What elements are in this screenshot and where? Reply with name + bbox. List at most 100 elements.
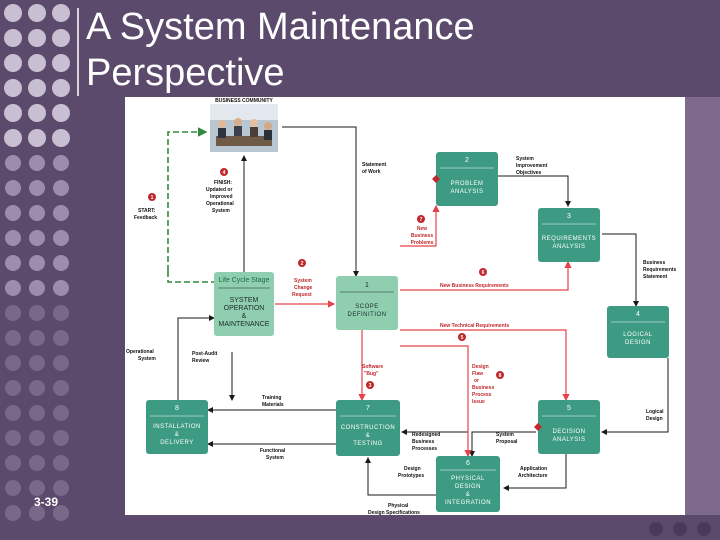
decorative-dot bbox=[53, 230, 69, 246]
decorative-dot bbox=[53, 505, 69, 521]
box-6-number: 6 bbox=[466, 460, 470, 467]
specifications-arrow bbox=[365, 457, 436, 496]
decorative-dot bbox=[28, 104, 46, 122]
decorative-dot bbox=[29, 405, 45, 421]
decorative-dot bbox=[5, 180, 21, 196]
feedback-dashed-line bbox=[167, 271, 214, 283]
decorative-dot bbox=[5, 305, 21, 321]
box-7-label-2: & bbox=[366, 433, 371, 439]
box-7-number: 7 bbox=[366, 405, 370, 412]
slide-title-line-2: Perspective bbox=[86, 52, 285, 94]
decorative-dot bbox=[5, 455, 21, 471]
lifecycle-line-4: MAINTENANCE bbox=[219, 321, 270, 328]
decorative-dot bbox=[29, 455, 45, 471]
box-1-number: 1 bbox=[365, 282, 369, 289]
box-8-label-2: & bbox=[175, 432, 180, 438]
decorative-dot bbox=[5, 280, 21, 296]
step-marker-8: 8 bbox=[496, 371, 504, 379]
decorative-dot bbox=[52, 129, 70, 147]
new-technical-req-arrow bbox=[400, 329, 570, 402]
decorative-dot bbox=[29, 305, 45, 321]
business-community-photo bbox=[210, 104, 278, 152]
box-8-number: 8 bbox=[175, 405, 179, 412]
box-4-label-2: DESIGN bbox=[625, 340, 651, 346]
box-6: 6 PHYSICAL DESIGN & INTEGRATION bbox=[436, 456, 500, 512]
operational-arrow bbox=[177, 315, 215, 400]
decorative-dot bbox=[53, 305, 69, 321]
box-3: 3 REQUIREMENTS ANALYSIS bbox=[538, 208, 600, 262]
new-problems-arrow bbox=[400, 204, 440, 247]
lifecycle-line-3: & bbox=[242, 313, 247, 320]
box-5-label-2: ANALYSIS bbox=[553, 437, 586, 443]
decorative-dots-bottom bbox=[649, 522, 711, 536]
decorative-dot bbox=[53, 355, 69, 371]
decorative-dot bbox=[4, 79, 22, 97]
step-marker-2: 2 bbox=[298, 259, 306, 267]
step-marker-4: 4 bbox=[220, 168, 228, 176]
box-6-label-4: INTEGRATION bbox=[445, 500, 491, 506]
decorative-dot bbox=[5, 505, 21, 521]
decorative-dot bbox=[52, 4, 70, 22]
decorative-dot bbox=[53, 430, 69, 446]
box-2-label-2: ANALYSIS bbox=[451, 189, 484, 195]
decorative-dot bbox=[52, 29, 70, 47]
diamond-marker-2 bbox=[432, 175, 440, 183]
box-2-label-1: PROBLEM bbox=[451, 181, 484, 187]
lifecycle-line-2: OPERATION bbox=[224, 305, 265, 312]
decorative-dot bbox=[5, 155, 21, 171]
proposal-arrow bbox=[469, 431, 536, 457]
step-marker-6: 6 bbox=[479, 268, 487, 276]
decorative-dot bbox=[28, 29, 46, 47]
decorative-dot bbox=[29, 355, 45, 371]
box-8-label-3: DELIVERY bbox=[160, 440, 194, 446]
slide-title-line-1: A System Maintenance bbox=[86, 6, 475, 48]
software-bug-label: Software"Bug" bbox=[362, 364, 383, 377]
new-business-requirements-label: New Business Requirements bbox=[440, 283, 509, 289]
statement-arrow bbox=[282, 126, 359, 277]
box-4-number: 4 bbox=[636, 311, 640, 318]
title-divider bbox=[77, 8, 79, 96]
step-marker-3: 3 bbox=[366, 381, 374, 389]
box-5: 5 DECISION ANALYSIS bbox=[538, 400, 600, 454]
decorative-dot bbox=[29, 480, 45, 496]
decorative-dot bbox=[5, 480, 21, 496]
decorative-dot bbox=[5, 255, 21, 271]
box-4-label-1: LOGICAL bbox=[623, 332, 653, 338]
objectives-arrow bbox=[498, 175, 571, 207]
new-technical-requirements-label: New Technical Requirements bbox=[440, 323, 509, 329]
decorative-dot bbox=[29, 430, 45, 446]
decorative-dot bbox=[5, 355, 21, 371]
decorative-dot bbox=[53, 205, 69, 221]
decorative-dot bbox=[28, 129, 46, 147]
decorative-dot bbox=[29, 505, 45, 521]
decorative-dot bbox=[28, 54, 46, 72]
box-6-label-3: & bbox=[466, 492, 471, 498]
decorative-dot bbox=[29, 255, 45, 271]
step-marker-1-num: 1 bbox=[151, 195, 154, 201]
decorative-dot bbox=[5, 230, 21, 246]
decorative-dot bbox=[29, 330, 45, 346]
architecture-arrow bbox=[503, 454, 567, 491]
lifecycle-stage-box: Life Cycle Stage SYSTEM OPERATION & MAIN… bbox=[214, 272, 274, 336]
decorative-dot bbox=[53, 255, 69, 271]
decorative-dot bbox=[29, 280, 45, 296]
decorative-dot bbox=[52, 79, 70, 97]
step-marker-3-num: 3 bbox=[369, 383, 372, 389]
decorative-dot bbox=[4, 129, 22, 147]
decorative-dot bbox=[53, 455, 69, 471]
box-1: 1 SCOPE DEFINITION bbox=[336, 276, 398, 330]
box-7-label-3: TESTING bbox=[353, 441, 383, 447]
decorative-dot bbox=[53, 180, 69, 196]
decorative-dot bbox=[4, 29, 22, 47]
box-4: 4 LOGICAL DESIGN bbox=[607, 306, 669, 358]
decorative-dot bbox=[28, 4, 46, 22]
